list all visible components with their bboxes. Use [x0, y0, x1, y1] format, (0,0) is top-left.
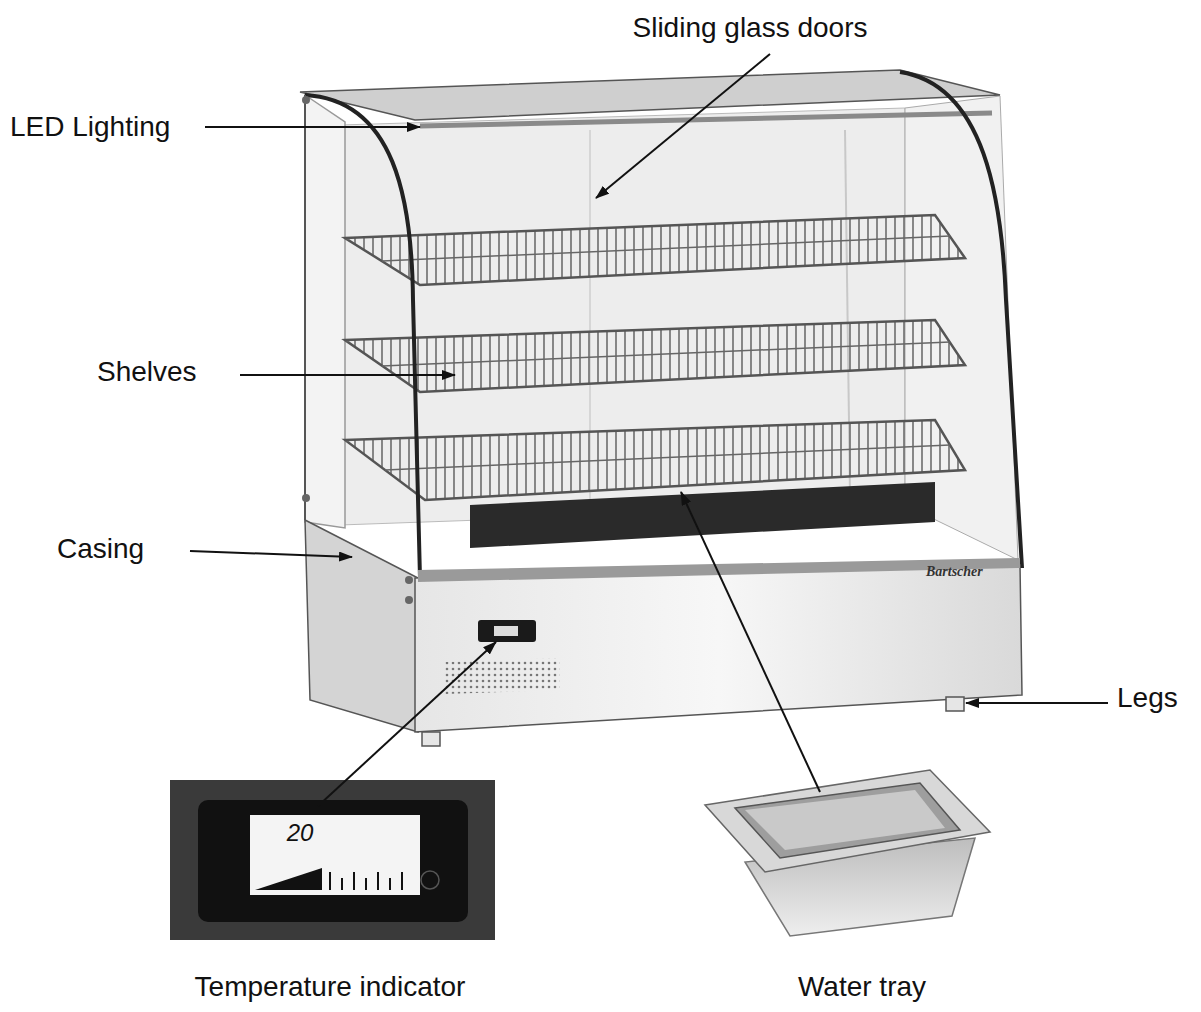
part-label: LED Lighting: [10, 111, 170, 143]
indicator-window: [478, 620, 536, 642]
inset-caption: Water tray: [798, 971, 926, 1003]
temperature-reading: 20: [287, 819, 314, 847]
legs: [422, 697, 964, 746]
water-tray: [705, 770, 990, 936]
part-label: Legs: [1117, 682, 1178, 714]
temperature-inset: [170, 780, 495, 940]
part-label: Casing: [57, 533, 144, 565]
brand-logo: Bartscher: [926, 564, 983, 580]
inset-caption: Temperature indicator: [195, 971, 466, 1003]
casing: [305, 520, 1022, 732]
cabinet: [300, 70, 1022, 578]
part-label: Sliding glass doors: [632, 12, 867, 44]
leader-lines: [190, 54, 1108, 806]
part-label: Shelves: [97, 356, 197, 388]
